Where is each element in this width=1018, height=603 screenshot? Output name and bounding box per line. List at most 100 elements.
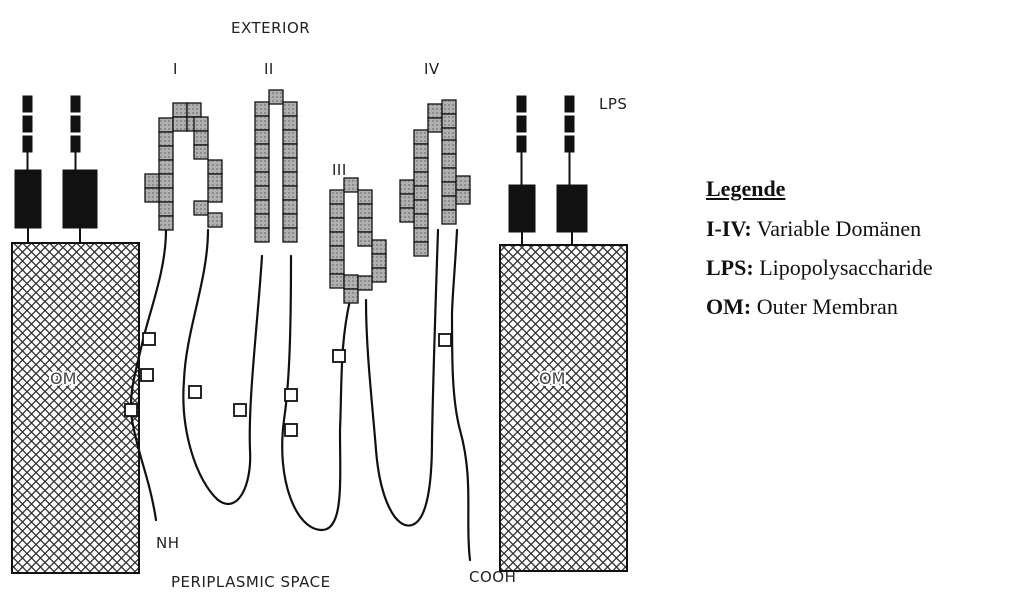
loop-i-residue (173, 117, 187, 131)
loop-iii-residue (372, 240, 386, 254)
loop-iii-residue (344, 178, 358, 192)
loop-ii-residue (283, 200, 297, 214)
loop-iii-residue (358, 190, 372, 204)
loop-ii-residue (283, 102, 297, 116)
loop-ii-residue (255, 158, 269, 172)
loop-iv-residue (400, 180, 414, 194)
loop-ii-residue (255, 102, 269, 116)
loop-iv-residue (414, 214, 428, 228)
nh-terminus-label: NH (156, 534, 180, 552)
loop-iv-residue (414, 200, 428, 214)
legend-item-variable-domains: I-IV: Variable Domänen (706, 216, 933, 242)
loop-iii-residue (358, 276, 372, 290)
periplasmic-residue-square (143, 333, 155, 345)
loop-iii-residue (358, 218, 372, 232)
loop-i-label: I (173, 60, 178, 78)
loop-i-residue (145, 174, 159, 188)
loop-i-residue (159, 118, 173, 132)
loop-iv-residue (414, 130, 428, 144)
loop-ii-residue (255, 186, 269, 200)
loop-i-residue (159, 132, 173, 146)
loop-iv-residue (442, 196, 456, 210)
lps-molecule (63, 96, 97, 243)
loop-iii-residue (330, 190, 344, 204)
lps-molecule (509, 96, 535, 245)
legend-key: OM: (706, 294, 751, 319)
legend-item-om: OM: Outer Membran (706, 294, 933, 320)
legend-key: LPS: (706, 255, 754, 280)
loop-iii-residue (344, 275, 358, 289)
loop-iv-residue (414, 172, 428, 186)
periplasmic-residue-square (285, 389, 297, 401)
periplasmic-residue-square (141, 369, 153, 381)
loop-i-residue (159, 202, 173, 216)
legend: Legende I-IV: Variable Domänen LPS: Lipo… (706, 176, 933, 333)
loop-iii-residue (358, 232, 372, 246)
legend-item-lps: LPS: Lipopolysaccharide (706, 255, 933, 281)
loop-iv-residue (442, 100, 456, 114)
loop-ii-residue (283, 186, 297, 200)
loop-iv-residue (414, 228, 428, 242)
loop-iii-residue (330, 204, 344, 218)
loop-ii-residue (283, 172, 297, 186)
loop-i-residue (208, 188, 222, 202)
loop-i-residue (159, 188, 173, 202)
periplasmic-residue-square (189, 386, 201, 398)
loop-iv-residue (456, 176, 470, 190)
loop-iv-residue (442, 114, 456, 128)
periplasmic-residue-square (439, 334, 451, 346)
cooh-terminus-label: COOH (469, 568, 516, 586)
loop-iv-residue (414, 158, 428, 172)
loop-iv-residue (400, 194, 414, 208)
loop-i-residue (208, 160, 222, 174)
variable-loop-squares (145, 90, 470, 303)
loop-iv-residue (414, 242, 428, 256)
loop-iii-residue (330, 246, 344, 260)
lps-molecule (557, 96, 587, 245)
loop-i-residue (159, 146, 173, 160)
loop-ii-label: II (264, 60, 274, 78)
outer-membrane-left (12, 243, 139, 573)
periplasmic-residue-square (333, 350, 345, 362)
loop-iv-residue (456, 190, 470, 204)
loop-ii-residue (255, 130, 269, 144)
loop-iv-residue (442, 182, 456, 196)
loop-iii-residue (358, 204, 372, 218)
loop-i-residue (194, 201, 208, 215)
loop-iv-residue (442, 168, 456, 182)
loop-i-residue (194, 117, 208, 131)
loop-ii-residue (255, 200, 269, 214)
loop-ii-residue (255, 228, 269, 242)
loop-i-residue (194, 145, 208, 159)
loop-ii-residue (283, 130, 297, 144)
loop-i-residue (159, 160, 173, 174)
loop-iii-residue (372, 268, 386, 282)
legend-text: Variable Domänen (757, 216, 921, 241)
loop-ii-residue (283, 116, 297, 130)
loop-ii-residue (255, 116, 269, 130)
periplasmic-residue-square (234, 404, 246, 416)
loop-iv-residue (442, 154, 456, 168)
loop-iv-residue (428, 118, 442, 132)
exterior-label: EXTERIOR (231, 19, 310, 37)
lps-group-left (15, 96, 97, 243)
loop-ii-residue (283, 144, 297, 158)
loop-ii-residue (255, 214, 269, 228)
legend-key: I-IV: (706, 216, 752, 241)
lps-group-right (509, 96, 587, 245)
legend-text: Outer Membran (757, 294, 898, 319)
loop-ii-residue (269, 90, 283, 104)
loop-i-residue (187, 103, 201, 117)
loop-i-residue (173, 103, 187, 117)
loop-i-residue (208, 213, 222, 227)
lps-label: LPS (599, 95, 627, 113)
loop-ii-residue (255, 172, 269, 186)
loop-i-residue (159, 174, 173, 188)
periplasmic-residue-square (285, 424, 297, 436)
loop-iv-residue (414, 144, 428, 158)
loop-ii-residue (283, 228, 297, 242)
periplasmic-residue-square (125, 404, 137, 416)
outer-membrane-right (500, 245, 627, 571)
legend-text: Lipopolysaccharide (759, 255, 933, 280)
om-left-label: OM (50, 369, 76, 388)
